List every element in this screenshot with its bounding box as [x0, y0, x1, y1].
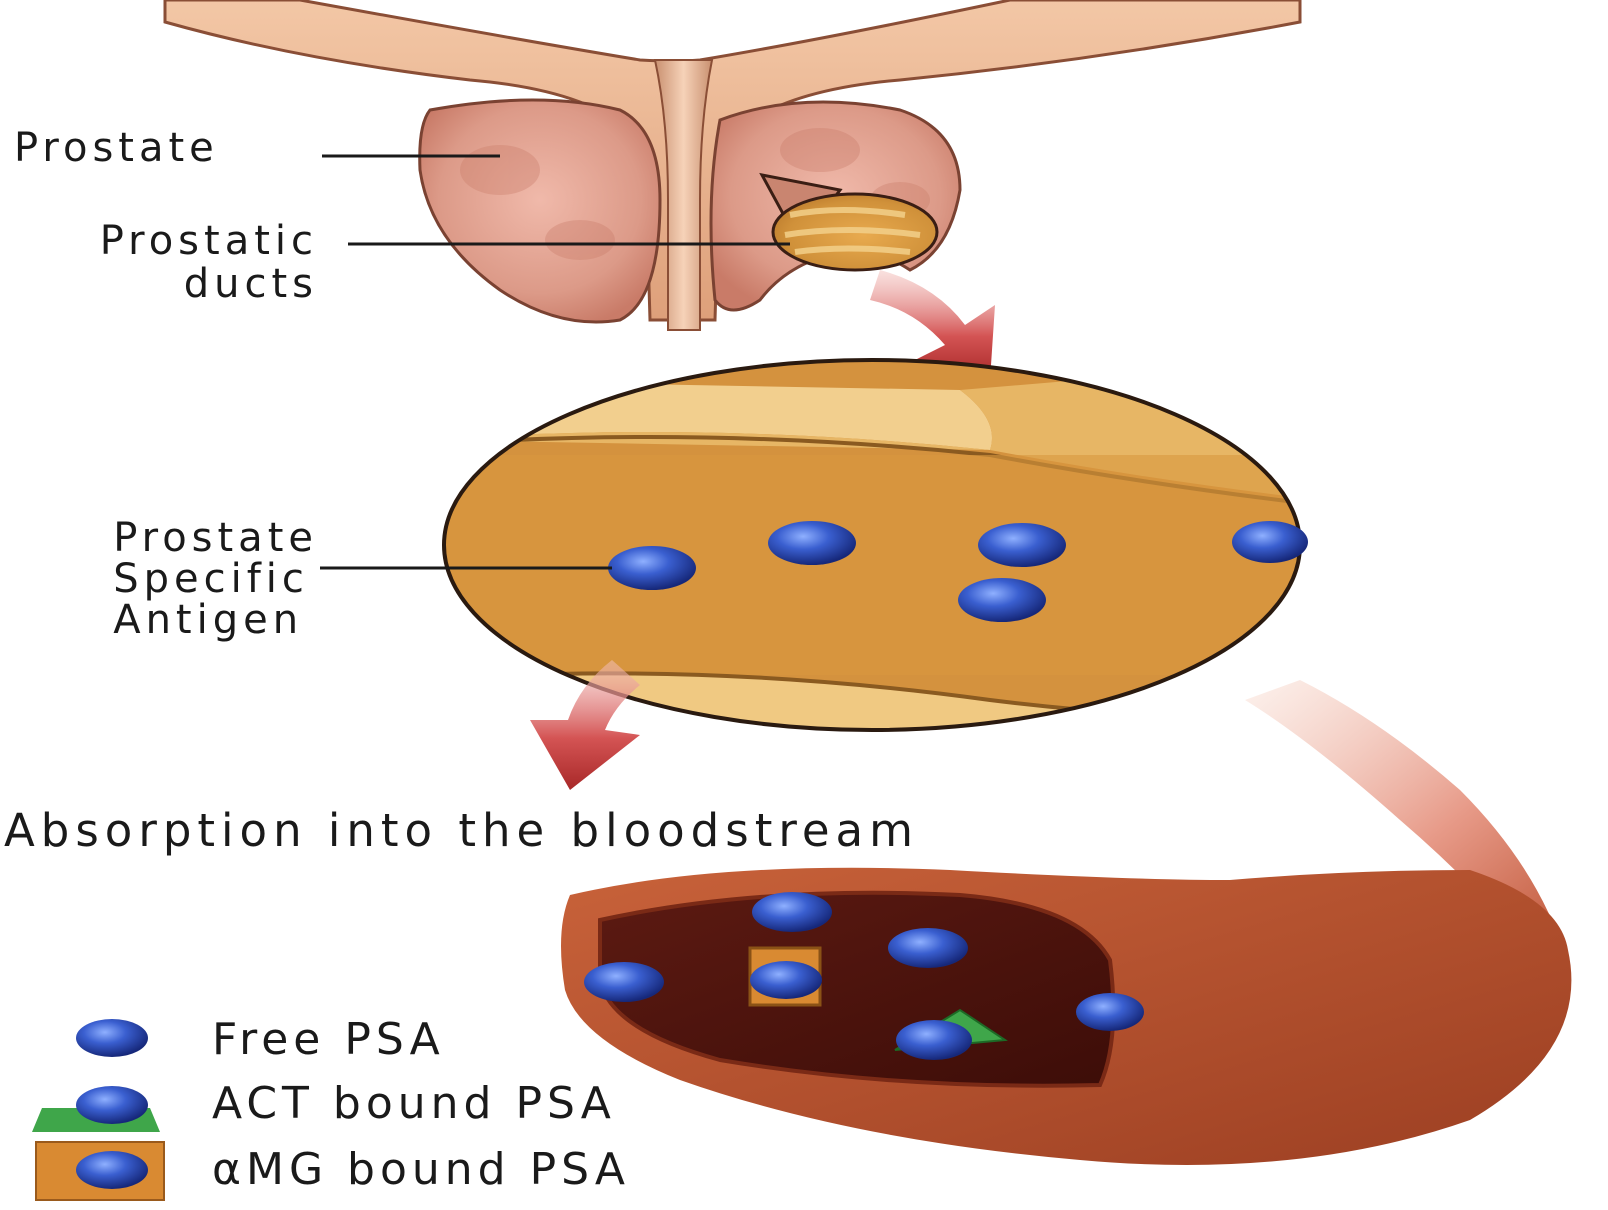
free-psa-molecule: [1076, 993, 1144, 1031]
label-prostate: Prostate: [14, 128, 219, 168]
legend-label-amg-bound-psa: αMG bound PSA: [212, 1148, 630, 1192]
legend-label-act-bound-psa: ACT bound PSA: [212, 1082, 616, 1126]
label-prostatic-ducts-line1: Prostatic: [100, 220, 318, 263]
psa-molecule: [608, 546, 696, 590]
amg-bound-psa-icon: [36, 1142, 164, 1200]
psa-molecule: [958, 578, 1046, 622]
label-psa-line3: Antigen: [113, 600, 318, 641]
magnified-duct: [420, 360, 1330, 760]
label-absorption: Absorption into the bloodstream: [4, 808, 919, 853]
free-psa-molecule: [752, 892, 832, 932]
amg-bound-psa-molecule: [750, 948, 822, 1005]
free-psa-molecule: [584, 962, 664, 1002]
free-psa-icon: [76, 1019, 148, 1057]
label-psa-line2: Specific: [113, 559, 318, 600]
legend: [32, 1019, 164, 1200]
act-bound-psa-icon: [32, 1086, 160, 1132]
psa-molecule: [1232, 521, 1308, 563]
psa-molecule: [768, 521, 856, 565]
prostate-left-lobe: [420, 100, 660, 322]
label-prostatic-ducts-line2: ducts: [100, 263, 318, 306]
label-psa-line1: Prostate: [113, 518, 318, 559]
blood-vessel: [561, 680, 1571, 1165]
free-psa-molecule: [888, 928, 968, 968]
legend-label-free-psa: Free PSA: [212, 1018, 445, 1062]
prostate-anatomy: [165, 0, 1300, 330]
label-prostatic-ducts: Prostatic ducts: [100, 220, 318, 306]
psa-molecule: [978, 523, 1066, 567]
label-prostate-specific-antigen: Prostate Specific Antigen: [113, 518, 318, 641]
